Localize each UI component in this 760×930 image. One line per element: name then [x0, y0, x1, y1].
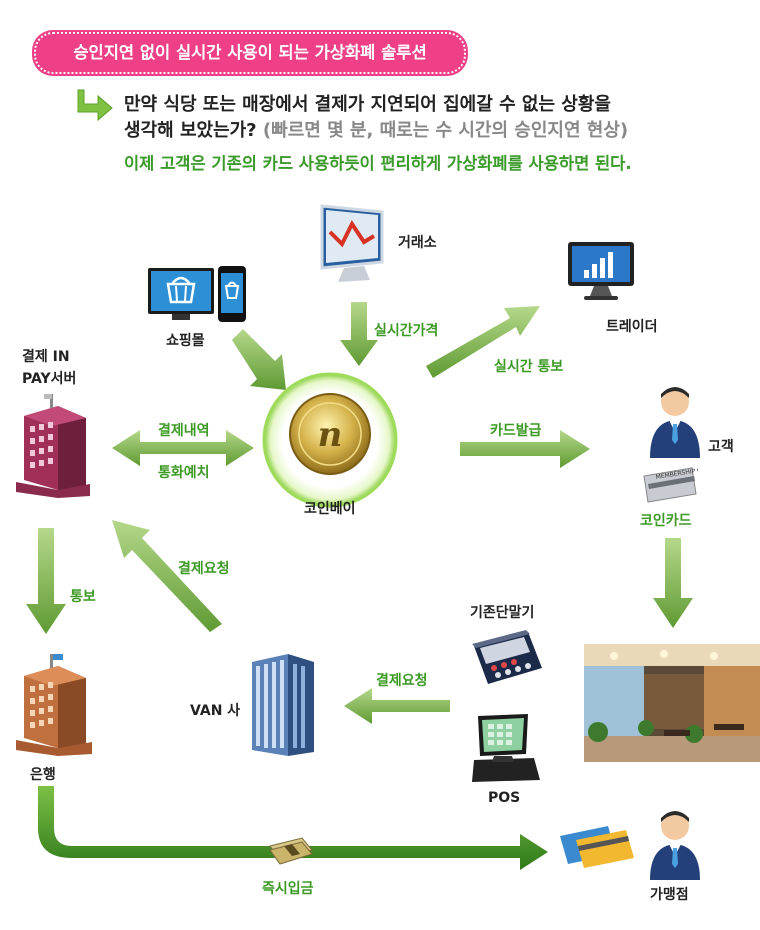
edge-realtime-price-label: 실시간가격	[374, 323, 439, 339]
edge-notify-label: 통보	[70, 589, 96, 605]
node-coinpay-label: 코인베이	[304, 501, 356, 517]
arrow-exchange-to-coin	[340, 302, 378, 366]
edge-payment-request-2-label: 결제요청	[376, 673, 428, 689]
edge-instant-deposit-label: 즉시입금	[262, 881, 314, 897]
arrow-bank-to-merchant	[38, 786, 548, 870]
credit-cards-icon	[560, 826, 634, 868]
card-terminal-icon	[472, 630, 542, 684]
node-merchant-label: 가맹점	[650, 887, 689, 903]
coin-icon	[289, 393, 371, 475]
store-interior-image	[584, 644, 760, 762]
edge-realtime-notify-label: 실시간 통보	[494, 359, 564, 375]
edge-payment-request-1-label: 결제요청	[178, 561, 230, 577]
node-coin-card-label: 코인카드	[640, 513, 692, 529]
node-customer-label: 고객	[708, 439, 734, 455]
coin-card-icon: MEMBERSHIP CARD	[643, 466, 698, 503]
question-line-2: 생각해 보았는가?	[124, 120, 257, 141]
trader-monitor-icon	[568, 242, 634, 300]
arrow-mall-to-coin	[232, 329, 286, 390]
arrow-van-to-server	[112, 520, 222, 632]
intro-question: 만약 식당 또는 매장에서 결제가 지연되어 집에갈 수 없는 상황을 생각해 …	[124, 92, 734, 144]
question-note: (빠르면 몇 분, 때로는 수 시간의 승인지연 현상)	[262, 120, 629, 141]
node-van-label: VAN 사	[190, 703, 241, 719]
node-legacy-terminal-label: 기존단말기	[470, 605, 535, 621]
payment-server-building-icon	[16, 394, 90, 498]
arrow-coin-to-trader	[426, 306, 540, 378]
answer-line: 이제 고객은 기존의 카드 사용하듯이 편리하게 가상화폐를 사용하면 된다.	[124, 154, 632, 173]
arrow-card-to-store	[653, 538, 693, 628]
payment-server-label-line-1: 결제 IN	[22, 349, 70, 365]
edge-currency-deposit-label: 통화예치	[158, 465, 210, 481]
van-building-icon	[252, 654, 314, 756]
arrow-coin-to-customer	[460, 430, 590, 468]
arrow-bullet-icon	[77, 89, 113, 122]
arrow-terminal-to-van	[344, 688, 450, 724]
node-exchange-label: 거래소	[398, 235, 437, 251]
money-bundle-icon	[269, 837, 313, 865]
node-bank-label: 은행	[30, 767, 56, 783]
merchant-person-icon	[650, 811, 700, 880]
bank-building-icon	[16, 654, 92, 756]
node-payment-server-label: 결제 IN PAY서버	[22, 346, 76, 390]
exchange-monitor-icon	[320, 204, 384, 282]
edge-payment-history-label: 결제내역	[158, 423, 210, 439]
node-trader-label: 트레이더	[606, 319, 658, 335]
node-shopping-mall-label: 쇼핑몰	[166, 333, 205, 349]
arrow-server-coin	[112, 430, 254, 466]
edge-card-issue-label: 카드발급	[490, 423, 542, 439]
customer-person-icon	[650, 387, 700, 458]
arrow-server-to-bank	[26, 528, 66, 634]
pos-terminal-icon	[472, 714, 540, 782]
node-pos-label: POS	[488, 790, 521, 806]
question-line-1: 만약 식당 또는 매장에서 결제가 지연되어 집에갈 수 없는 상황을	[124, 94, 611, 115]
payment-server-label-line-2: PAY서버	[22, 371, 77, 387]
shopping-devices-icon	[148, 266, 246, 322]
title-banner: 승인지연 없이 실시간 사용이 되는 가상화폐 솔루션	[34, 32, 466, 74]
svg-text:n: n	[318, 415, 343, 455]
